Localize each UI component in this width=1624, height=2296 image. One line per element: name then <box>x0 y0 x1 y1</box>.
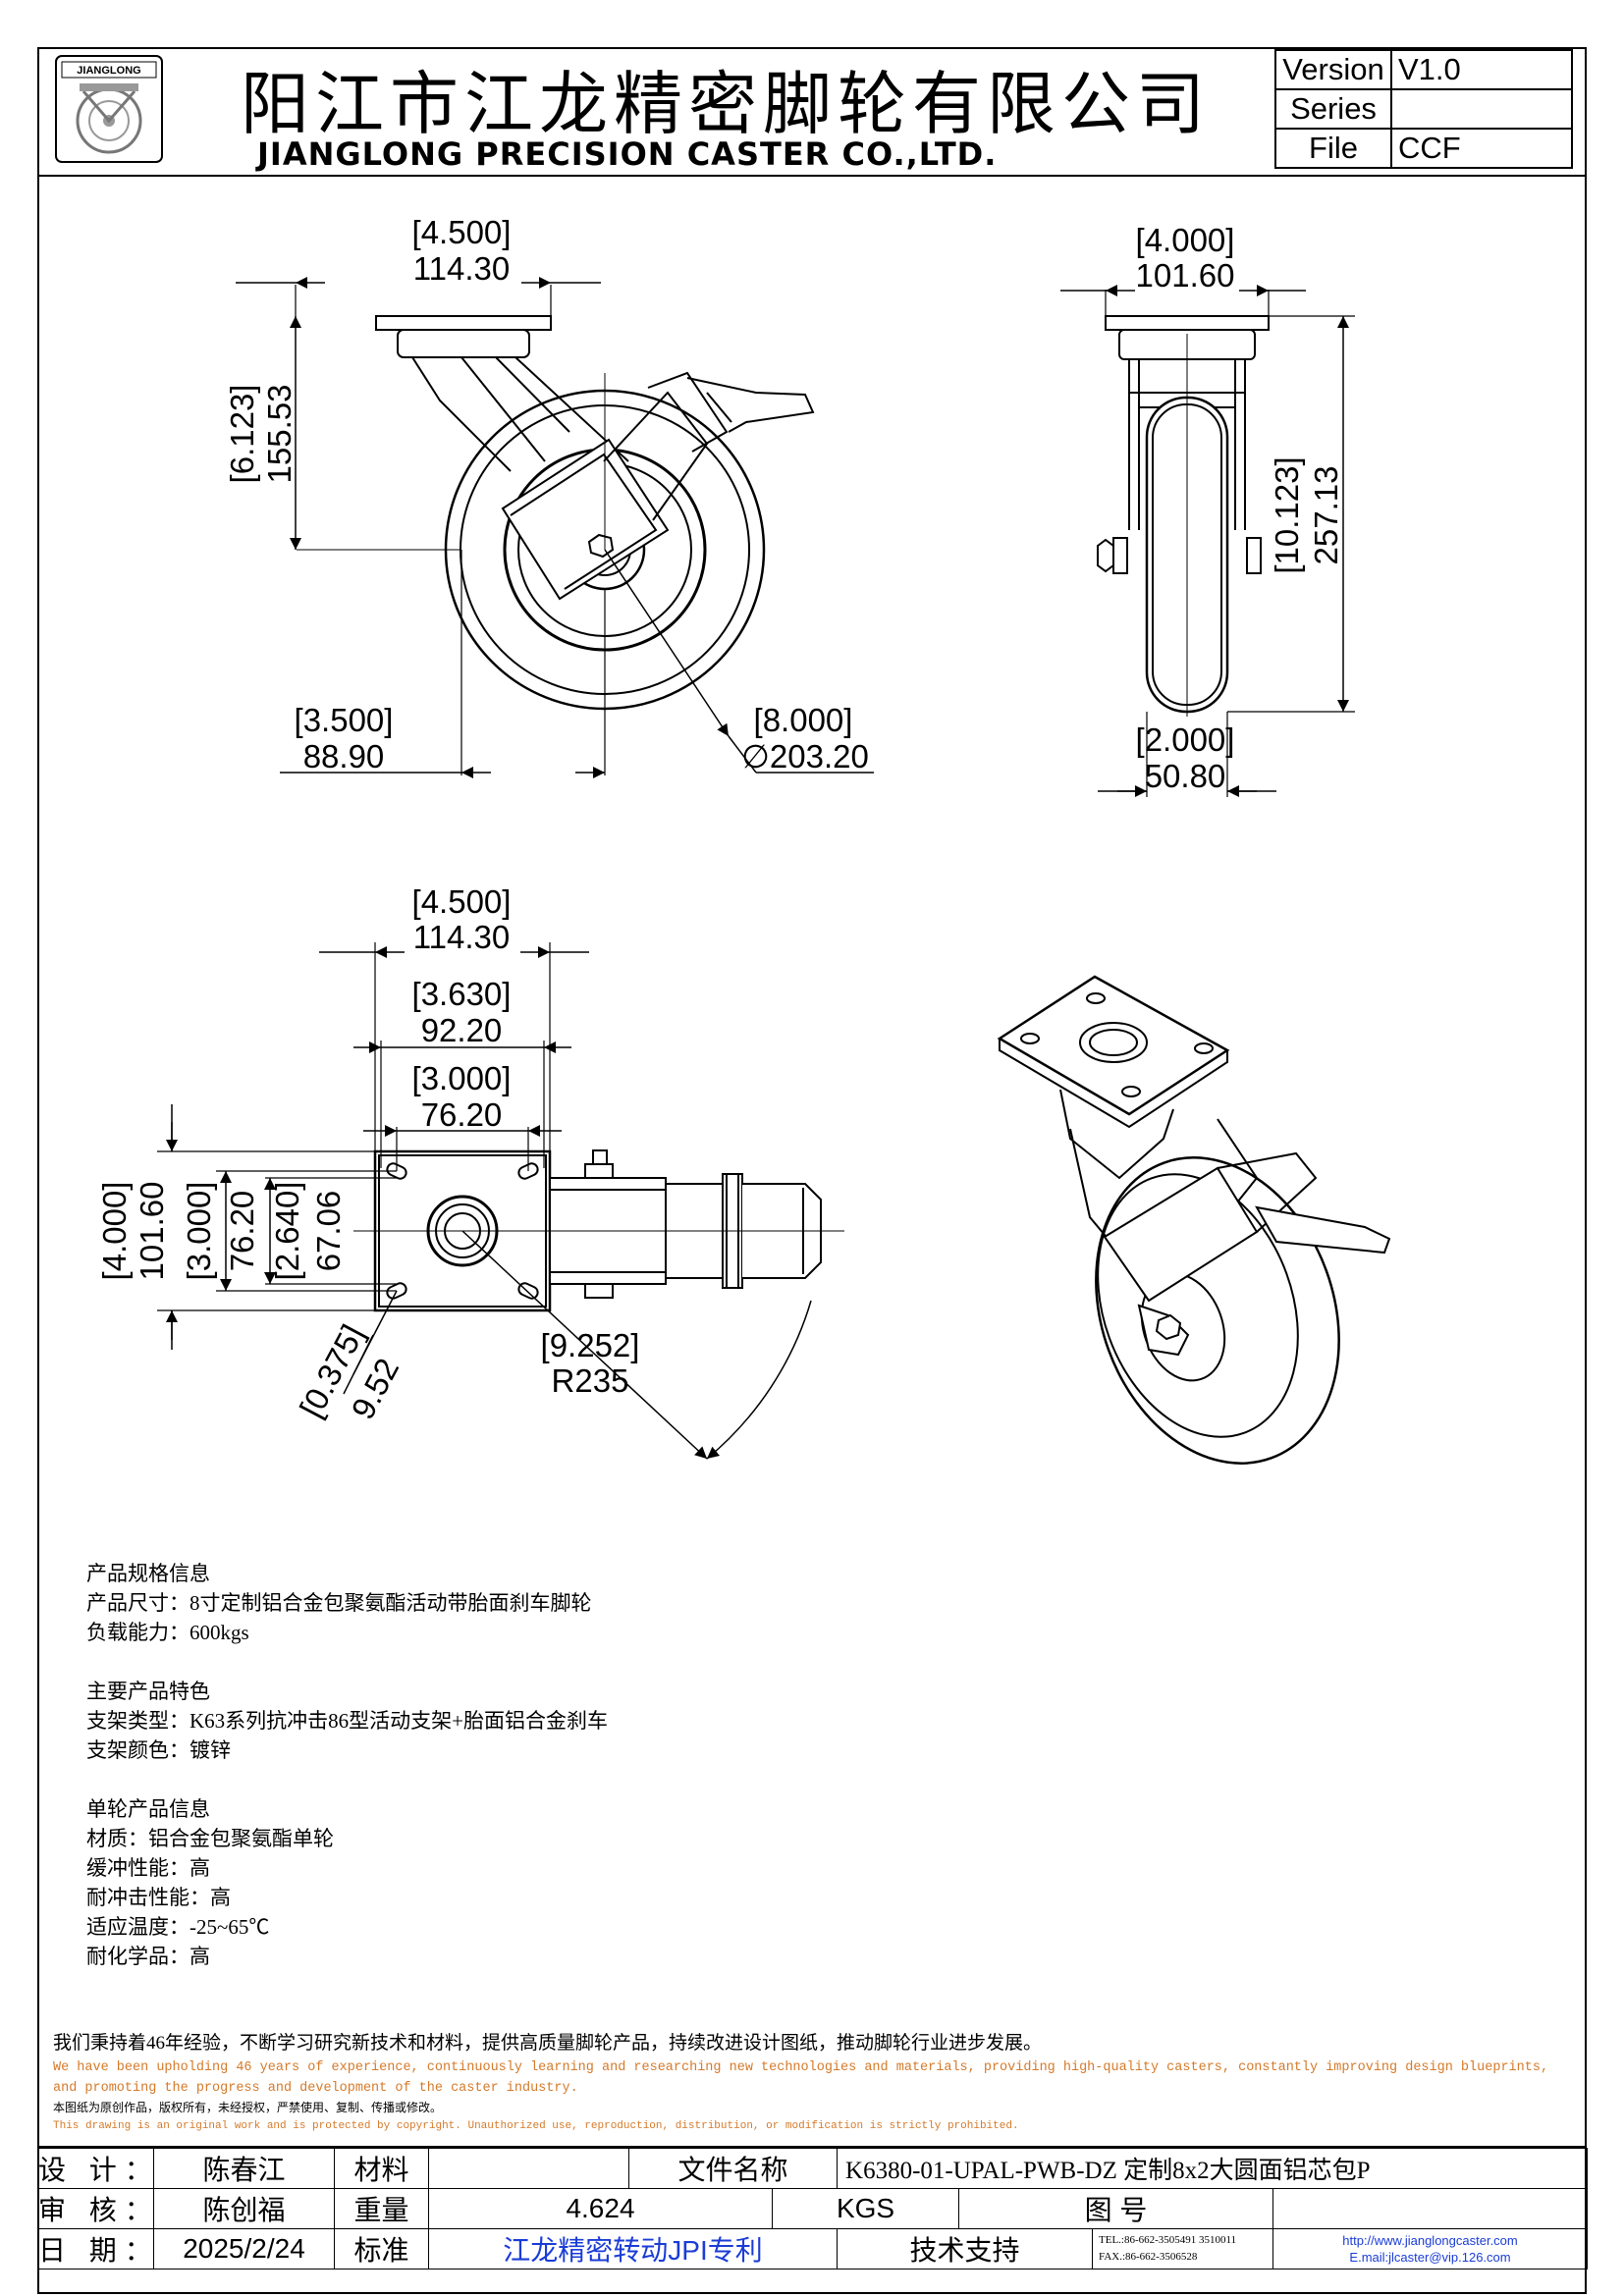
dim-hole1-in: [3.630] <box>412 976 512 1012</box>
company-name-cn: 阳江市江龙精密脚轮有限公司 <box>241 64 1211 144</box>
spec-heading-3: 单轮产品信息 <box>86 1797 210 1821</box>
spec-temp: 适应温度：-25~65℃ <box>86 1915 270 1939</box>
contact-web: http://www.jianglongcaster.com E.mail:jl… <box>1272 2228 1589 2269</box>
spec-heading-2: 主要产品特色 <box>86 1680 210 1703</box>
series-value <box>1390 88 1573 130</box>
dim-side-width-mm: 114.30 <box>413 250 510 287</box>
website-link[interactable]: http://www.jianglongcaster.com <box>1342 2233 1518 2248</box>
dim-side-height-in: [6.123] <box>224 385 260 484</box>
date-label: 日 期： <box>37 2228 154 2269</box>
dim-wheel-width-mm: 50.80 <box>1145 758 1226 794</box>
dim-front-height-mm: 257.13 <box>1308 466 1344 565</box>
dim-side-width-in: [4.500] <box>412 214 512 250</box>
review-label: 审 核： <box>37 2188 154 2229</box>
filename-value: K6380-01-UPAL-PWB-DZ 定制8x2大圆面铝芯包P <box>837 2148 1589 2189</box>
front-view <box>1060 285 1355 797</box>
company-name-en: JIANGLONG PRECISION CASTER CO.,LTD. <box>257 135 998 173</box>
file-label: File <box>1274 128 1392 169</box>
logo-text: JIANGLONG <box>77 65 140 77</box>
dim-offset-mm: 88.90 <box>303 738 385 774</box>
review-value: 陈创福 <box>153 2188 335 2229</box>
spec-chem: 耐化学品：高 <box>86 1945 210 1968</box>
tech-support-label: 技术支持 <box>837 2228 1094 2269</box>
spec-heading-1: 产品规格信息 <box>86 1562 210 1585</box>
material-value <box>428 2148 629 2189</box>
note-en-copyright: This drawing is an original work and is … <box>53 2120 1019 2132</box>
spec-size: 产品尺寸：8寸定制铝合金包聚氨酯活动带胎面刹车脚轮 <box>86 1591 592 1615</box>
version-label: Version <box>1274 49 1392 90</box>
spec-material: 材质：铝合金包聚氨酯单轮 <box>86 1827 334 1850</box>
drawing-no-value <box>1272 2188 1589 2229</box>
design-value: 陈春江 <box>153 2148 335 2189</box>
isometric-view <box>997 975 1391 1465</box>
weight-unit: KGS <box>771 2188 960 2229</box>
contact-phone: TEL.:86-662-3505491 3510011 FAX.:86-662-… <box>1092 2228 1274 2269</box>
note-cn: 我们秉持着46年经验，不断学习研究新技术和材料，提供高质量脚轮产品，持续改进设计… <box>53 2033 1043 2054</box>
date-value: 2025/2/24 <box>153 2228 335 2269</box>
weight-label: 重量 <box>334 2188 429 2229</box>
email-link[interactable]: E.mail:jlcaster@vip.126.com <box>1349 2250 1511 2265</box>
design-label: 设 计： <box>37 2148 154 2189</box>
bottom-title-table: 设 计： 陈春江 材料 文件名称 K6380-01-UPAL-PWB-DZ 定制… <box>37 2146 1589 2269</box>
dim-top-h3-mm: 67.06 <box>310 1191 347 1272</box>
standard-label: 标准 <box>334 2228 429 2269</box>
dim-dia-in: [8.000] <box>754 702 853 738</box>
dim-hole1-mm: 92.20 <box>421 1012 503 1048</box>
dim-top-h2-mm: 76.20 <box>224 1191 260 1272</box>
series-label: Series <box>1274 88 1392 130</box>
spec-load: 负载能力：600kgs <box>86 1621 249 1644</box>
drawing-sheet-border <box>37 47 1587 2294</box>
copyright-notes: 我们秉持着46年经验，不断学习研究新技术和材料，提供高质量脚轮产品，持续改进设计… <box>53 2030 1585 2136</box>
dim-top-h1-in: [4.000] <box>96 1182 133 1281</box>
dim-dia-mm: ∅203.20 <box>741 738 869 774</box>
dim-swivel-in: [9.252] <box>541 1327 640 1363</box>
dim-side-height-mm: 155.53 <box>261 385 298 484</box>
dim-front-width-mm: 101.60 <box>1136 257 1235 294</box>
dim-top-h3-in: [2.640] <box>269 1182 305 1281</box>
tel-text: TEL.:86-662-3505491 3510011 <box>1099 2234 1237 2246</box>
dim-top-width-mm: 114.30 <box>413 919 510 955</box>
spec-cushion: 缓冲性能：高 <box>86 1856 210 1880</box>
company-logo: JIANGLONG <box>55 55 163 163</box>
dim-hole2-in: [3.000] <box>412 1060 512 1096</box>
fax-text: FAX.:86-662-3506528 <box>1099 2251 1198 2263</box>
weight-value: 4.624 <box>428 2188 773 2229</box>
dim-swivel-mm: R235 <box>552 1362 629 1399</box>
dim-front-height-in: [10.123] <box>1269 456 1305 573</box>
filename-label: 文件名称 <box>627 2148 839 2189</box>
dim-top-h1-mm: 101.60 <box>134 1182 170 1281</box>
title-block <box>37 47 1587 177</box>
dim-hole2-mm: 76.20 <box>421 1096 503 1133</box>
dim-front-width-in: [4.000] <box>1136 222 1235 258</box>
note-cn-copyright: 本图纸为原创作品，版权所有，未经授权，严禁使用、复制、传播或修改。 <box>53 2101 443 2114</box>
product-specs: 产品规格信息 产品尺寸：8寸定制铝合金包聚氨酯活动带胎面刹车脚轮 负载能力：60… <box>86 1559 608 1971</box>
version-value: V1.0 <box>1390 49 1573 90</box>
standard-value: 江龙精密转动JPI专利 <box>427 2228 839 2269</box>
spec-bracket-color: 支架颜色：镀锌 <box>86 1738 231 1762</box>
spec-impact: 耐冲击性能：高 <box>86 1886 231 1909</box>
dim-wheel-width-in: [2.000] <box>1136 721 1235 758</box>
note-en-1: We have been upholding 46 years of exper… <box>53 2060 1549 2075</box>
dim-offset-in: [3.500] <box>295 702 394 738</box>
spec-bracket-type: 支架类型：K63系列抗冲击86型活动支架+胎面铝合金刹车 <box>86 1709 609 1733</box>
drawing-no-label: 图 号 <box>958 2188 1274 2229</box>
side-view <box>236 277 874 778</box>
dim-top-h2-in: [3.000] <box>181 1182 217 1281</box>
top-view <box>157 942 844 1460</box>
dim-top-width-in: [4.500] <box>412 883 512 920</box>
file-value: CCF <box>1390 128 1573 169</box>
material-label: 材料 <box>334 2148 429 2189</box>
note-en-2: and promoting the progress and developme… <box>53 2081 578 2096</box>
